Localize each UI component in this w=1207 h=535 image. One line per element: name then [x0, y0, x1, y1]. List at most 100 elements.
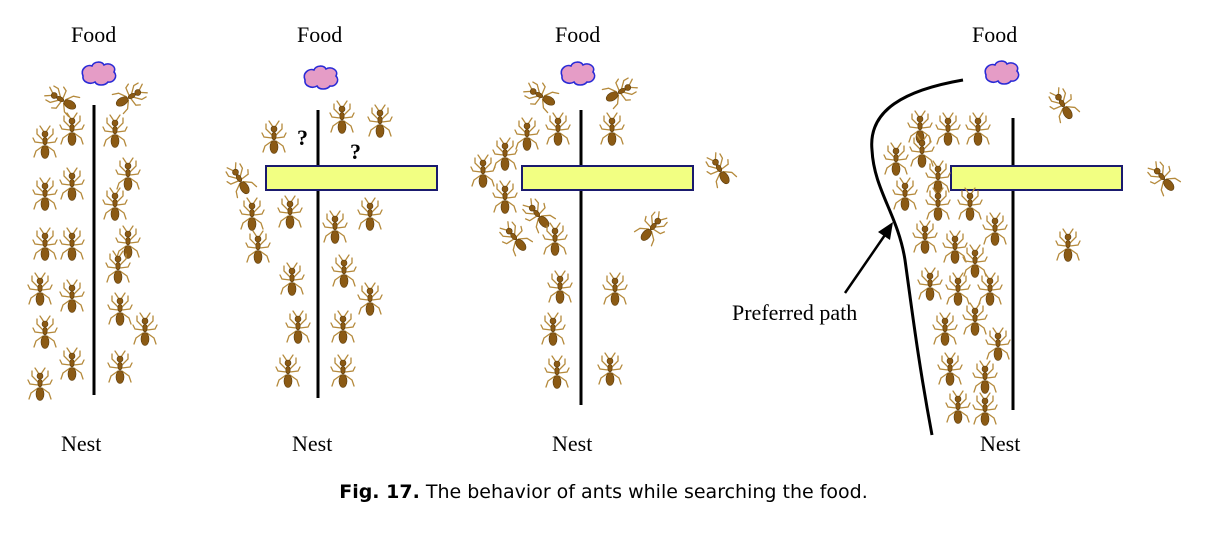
food-label: Food [972, 22, 1018, 47]
ant-icon [32, 177, 58, 212]
ant-icon [932, 312, 958, 347]
ant-icon [239, 197, 265, 232]
ant-icon [245, 230, 271, 265]
ant-icon [330, 354, 356, 389]
ant-icon [357, 282, 383, 317]
pointer-arrow [843, 222, 893, 294]
ant-icon [107, 350, 133, 385]
figure-caption: Fig. 17. The behavior of ants while sear… [0, 481, 1207, 503]
ant-icon [105, 250, 131, 285]
ant-icon [59, 227, 85, 262]
ant-icon [330, 310, 356, 345]
ant-icon [982, 212, 1008, 247]
ant-icon [132, 312, 158, 347]
ant-icon [917, 267, 943, 302]
food-label: Food [555, 22, 601, 47]
caption-text: The behavior of ants while searching the… [425, 481, 868, 503]
ant-icon [107, 292, 133, 327]
food-icon [560, 61, 596, 86]
ant-icon [27, 272, 53, 307]
ant-icon [965, 112, 991, 147]
ant-icon [912, 220, 938, 255]
ant-icon [892, 177, 918, 212]
ant-icon [519, 76, 562, 115]
ant-icon [925, 187, 951, 222]
food-label: Food [297, 22, 343, 47]
ant-icon [40, 80, 83, 119]
ant-icon [544, 355, 570, 390]
ant-icon [977, 272, 1003, 307]
ant-icon [545, 112, 571, 147]
ant-icon [59, 167, 85, 202]
ant-icon [547, 270, 573, 305]
ant-icon [285, 310, 311, 345]
preferred-path-label: Preferred path [732, 300, 858, 325]
ant-icon [1043, 83, 1082, 126]
ant-icon [945, 272, 971, 307]
nest-label: Nest [292, 431, 333, 456]
question-mark: ? [297, 125, 308, 150]
ant-icon [109, 77, 152, 116]
ant-icon [597, 352, 623, 387]
ant-icon [115, 157, 141, 192]
ant-icon [102, 114, 128, 149]
ant-icon [599, 112, 625, 147]
ant-icon [32, 315, 58, 350]
nest-label: Nest [552, 431, 593, 456]
obstacle [950, 165, 1123, 191]
food-icon [984, 60, 1020, 85]
ant-icon [59, 112, 85, 147]
ant-icon [322, 210, 348, 245]
ant-icon [1142, 156, 1183, 199]
question-mark: ? [350, 139, 361, 164]
ant-icon [972, 360, 998, 395]
nest-label: Nest [61, 431, 102, 456]
ant-icon [602, 272, 628, 307]
ant-icon [542, 222, 568, 257]
ant-icon [102, 187, 128, 222]
ant-icon [32, 125, 58, 160]
ant-icon [492, 137, 518, 172]
obstacle [521, 165, 694, 191]
ant-icon [275, 354, 301, 389]
ant-icon [59, 279, 85, 314]
ant-icon [261, 120, 287, 155]
ant-icon [279, 262, 305, 297]
ant-icon [115, 225, 141, 260]
ant-icon [331, 254, 357, 289]
ant-icon [700, 148, 739, 191]
food-icon [81, 61, 117, 86]
ant-icon [514, 117, 540, 152]
ant-icon [632, 206, 673, 249]
ant-icon [32, 227, 58, 262]
ant-icon [925, 160, 951, 195]
obstacle [265, 165, 438, 191]
ant-icon [59, 347, 85, 382]
ant-icon [367, 104, 393, 139]
food-label: Food [71, 22, 117, 47]
caption-label: Fig. 17. [339, 481, 420, 503]
ant-icon [27, 367, 53, 402]
ant-icon [220, 158, 259, 201]
ant-icon [277, 195, 303, 230]
food-icon [303, 65, 339, 90]
ant-icon [945, 390, 971, 425]
ant-icon [972, 392, 998, 427]
nest-label: Nest [980, 431, 1021, 456]
preferred-path-curve [870, 78, 964, 436]
ant-icon [329, 100, 355, 135]
ant-icon [937, 352, 963, 387]
ant-icon [985, 327, 1011, 362]
ant-icon [957, 187, 983, 222]
ant-icon [494, 216, 535, 259]
ant-icon [470, 154, 496, 189]
ant-icon [962, 302, 988, 337]
ant-icon [540, 312, 566, 347]
ant-icon [1055, 228, 1081, 263]
ant-icon [492, 180, 518, 215]
ant-icon [883, 142, 909, 177]
ant-icon [599, 72, 642, 111]
ant-icon [935, 112, 961, 147]
ant-icon [962, 244, 988, 279]
